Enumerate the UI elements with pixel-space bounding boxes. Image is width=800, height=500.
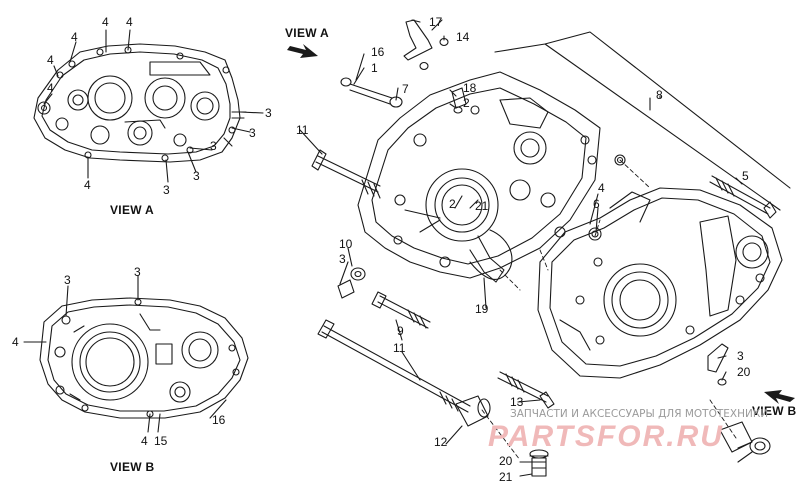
callout-number: 17 <box>429 15 443 29</box>
callout-number: 4 <box>102 15 109 29</box>
callout-number: 8 <box>656 88 663 102</box>
callout-number: 10 <box>339 237 353 251</box>
callout-number: 4 <box>47 53 54 67</box>
callout-number: 3 <box>210 139 217 153</box>
callout-number: 4 <box>598 181 605 195</box>
callout-number: 18 <box>463 81 477 95</box>
callout-number: 1 <box>371 61 378 75</box>
callout-number: 9 <box>397 324 404 338</box>
callout-number: 20 <box>499 454 513 468</box>
callout-number: 3 <box>64 273 71 287</box>
callout-number: 2 <box>463 96 470 110</box>
callout-number: 20 <box>737 365 751 379</box>
callout-number: 21 <box>475 199 489 213</box>
callout-number: 11 <box>393 341 406 355</box>
callout-number: 4 <box>12 335 19 349</box>
callout-number: 2 <box>449 197 456 211</box>
callout-number: 3 <box>163 183 170 197</box>
callout-number: 15 <box>154 434 168 448</box>
callout-number: 21 <box>499 470 513 484</box>
callout-number: 3 <box>193 169 200 183</box>
callout-number: 13 <box>510 395 524 409</box>
callout-number: 11 <box>296 123 309 137</box>
callout-number: 6 <box>593 197 600 211</box>
callout-number: 3 <box>339 252 346 266</box>
view-b-title: VIEW B <box>110 460 155 474</box>
watermark-caption: ЗАПЧАСТИ И АКСЕССУАРЫ ДЛЯ МОТОТЕХНИКИ <box>510 408 769 420</box>
callout-number: 4 <box>71 30 78 44</box>
callout-number: 12 <box>434 435 448 449</box>
callout-number: 3 <box>265 106 272 120</box>
callout-number: 3 <box>737 349 744 363</box>
callout-number: 4 <box>126 15 133 29</box>
view-b-crankcase <box>23 275 249 433</box>
callout-number: 7 <box>402 82 409 96</box>
view-b-arrow-label: VIEW B <box>752 404 797 418</box>
callout-number: 5 <box>742 169 749 183</box>
callout-number: 19 <box>475 302 489 316</box>
callout-number: 3 <box>249 126 256 140</box>
callout-number: 4 <box>84 178 91 192</box>
callout-number: 16 <box>212 413 226 427</box>
watermark-logo: PARTSFOR.RU <box>488 420 724 453</box>
callout-number: 4 <box>141 434 148 448</box>
view-arrows <box>287 44 795 404</box>
callout-number: 4 <box>47 81 54 95</box>
view-a-title: VIEW A <box>110 203 155 217</box>
view-a-crankcase <box>33 29 264 183</box>
exploded-assembly <box>299 19 791 477</box>
view-a-arrow-label: VIEW A <box>285 26 330 40</box>
callout-number: 14 <box>456 30 470 44</box>
callout-number: 16 <box>371 45 385 59</box>
callout-number: 3 <box>134 265 141 279</box>
